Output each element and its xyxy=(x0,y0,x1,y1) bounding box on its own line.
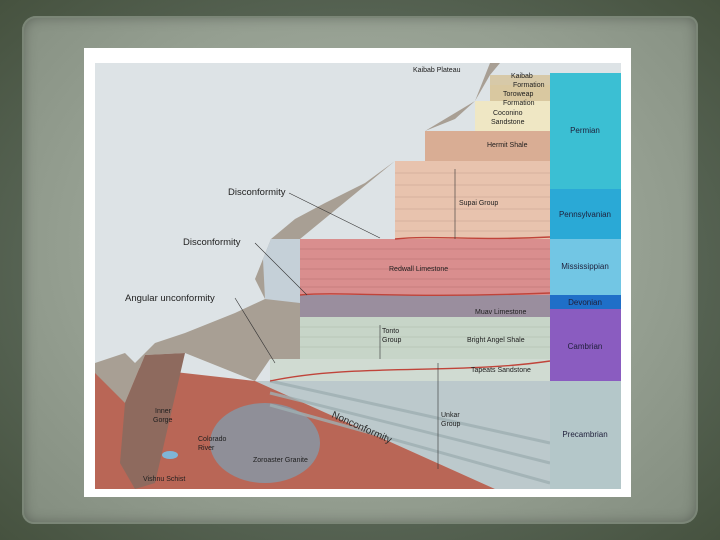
label-coconino-1: Coconino xyxy=(493,110,523,117)
period-label-mississippian: Mississippian xyxy=(561,262,609,271)
period-label-precambrian: Precambrian xyxy=(562,430,607,439)
label-hermit-shale: Hermit Shale xyxy=(487,142,528,149)
label-angular-unconformity: Angular unconformity xyxy=(125,293,215,304)
label-coconino-2: Sandstone xyxy=(491,119,525,126)
period-label-pennsylvanian: Pennsylvanian xyxy=(559,210,611,219)
label-colorado-river-2: River xyxy=(198,445,215,452)
label-kaibab-formation-1: Kaibab xyxy=(511,73,533,80)
period-label-devonian: Devonian xyxy=(568,298,602,307)
label-toroweap-1: Toroweap xyxy=(503,91,533,98)
period-label-permian: Permian xyxy=(570,126,600,135)
label-supai-group: Supai Group xyxy=(459,200,498,207)
label-vishnu-schist: Vishnu Schist xyxy=(143,476,185,483)
label-unkar-group-1: Unkar xyxy=(441,412,460,419)
colorado-river xyxy=(162,451,178,459)
label-zoroaster-granite: Zoroaster Granite xyxy=(253,457,308,464)
label-disconformity-upper: Disconformity xyxy=(228,187,286,198)
label-bright-angel-shale: Bright Angel Shale xyxy=(467,337,525,344)
label-redwall-limestone: Redwall Limestone xyxy=(389,266,448,273)
label-inner-gorge-1: Inner xyxy=(155,408,172,415)
label-colorado-river-1: Colorado xyxy=(198,436,227,443)
label-inner-gorge-2: Gorge xyxy=(153,417,173,424)
period-label-cambrian: Cambrian xyxy=(568,342,603,351)
grand-canyon-cross-section-diagram: Permian Pennsylvanian Mississippian Devo… xyxy=(95,63,621,489)
label-tonto-group-1: Tonto xyxy=(382,328,399,335)
label-kaibab-formation-2: Formation xyxy=(513,82,545,89)
label-kaibab-plateau: Kaibab Plateau xyxy=(413,67,461,74)
geologic-period-column: Permian Pennsylvanian Mississippian Devo… xyxy=(550,73,621,489)
label-tapeats-sandstone: Tapeats Sandstone xyxy=(471,367,531,374)
label-tonto-group-2: Group xyxy=(382,337,402,344)
label-muav-limestone: Muav Limestone xyxy=(475,309,526,316)
cliff-highlight xyxy=(263,239,300,303)
label-toroweap-2: Formation xyxy=(503,100,535,107)
label-disconformity-lower: Disconformity xyxy=(183,237,241,248)
label-unkar-group-2: Group xyxy=(441,421,461,428)
